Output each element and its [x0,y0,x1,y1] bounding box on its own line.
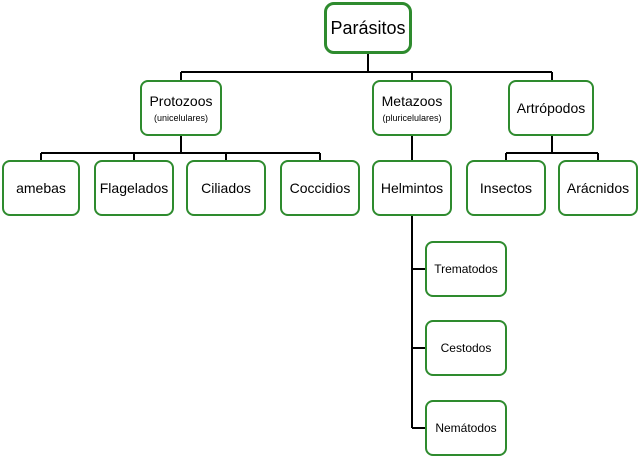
node-nematodos: Nemátodos [425,400,507,456]
node-parasitos: Parásitos [324,2,412,54]
node-ciliados: Ciliados [186,160,266,216]
node-label: Cestodos [440,341,492,355]
node-coccidios: Coccidios [280,160,360,216]
node-label: Metazoos [381,92,443,109]
node-label: Parásitos [330,18,406,38]
node-flagelados: Flagelados [94,160,174,216]
node-protozoos: Protozoos (unicelulares) [140,80,222,136]
node-label: Coccidios [289,180,351,196]
node-label: Insectos [479,180,533,196]
node-trematodos: Trematodos [425,241,507,297]
node-label: Helmintos [380,180,444,196]
node-cestodos: Cestodos [425,320,507,376]
node-label: Flagelados [99,180,169,196]
node-label: Artrópodos [516,100,586,116]
node-label: Ciliados [201,180,251,196]
node-aracnidos: Arácnidos [558,160,638,216]
node-metazoos: Metazoos (pluricelulares) [372,80,452,136]
node-helmintos: Helmintos [372,160,452,216]
node-amebas: amebas [2,160,80,216]
node-label: Protozoos [149,92,213,109]
node-label: Arácnidos [566,180,630,196]
node-label: Trematodos [434,262,498,276]
node-label: Nemátodos [435,421,497,435]
node-note: (pluricelulares) [382,112,442,123]
node-insectos: Insectos [466,160,546,216]
node-label: amebas [16,180,66,196]
node-artropodos: Artrópodos [508,80,594,136]
node-note: (unicelulares) [153,112,209,123]
